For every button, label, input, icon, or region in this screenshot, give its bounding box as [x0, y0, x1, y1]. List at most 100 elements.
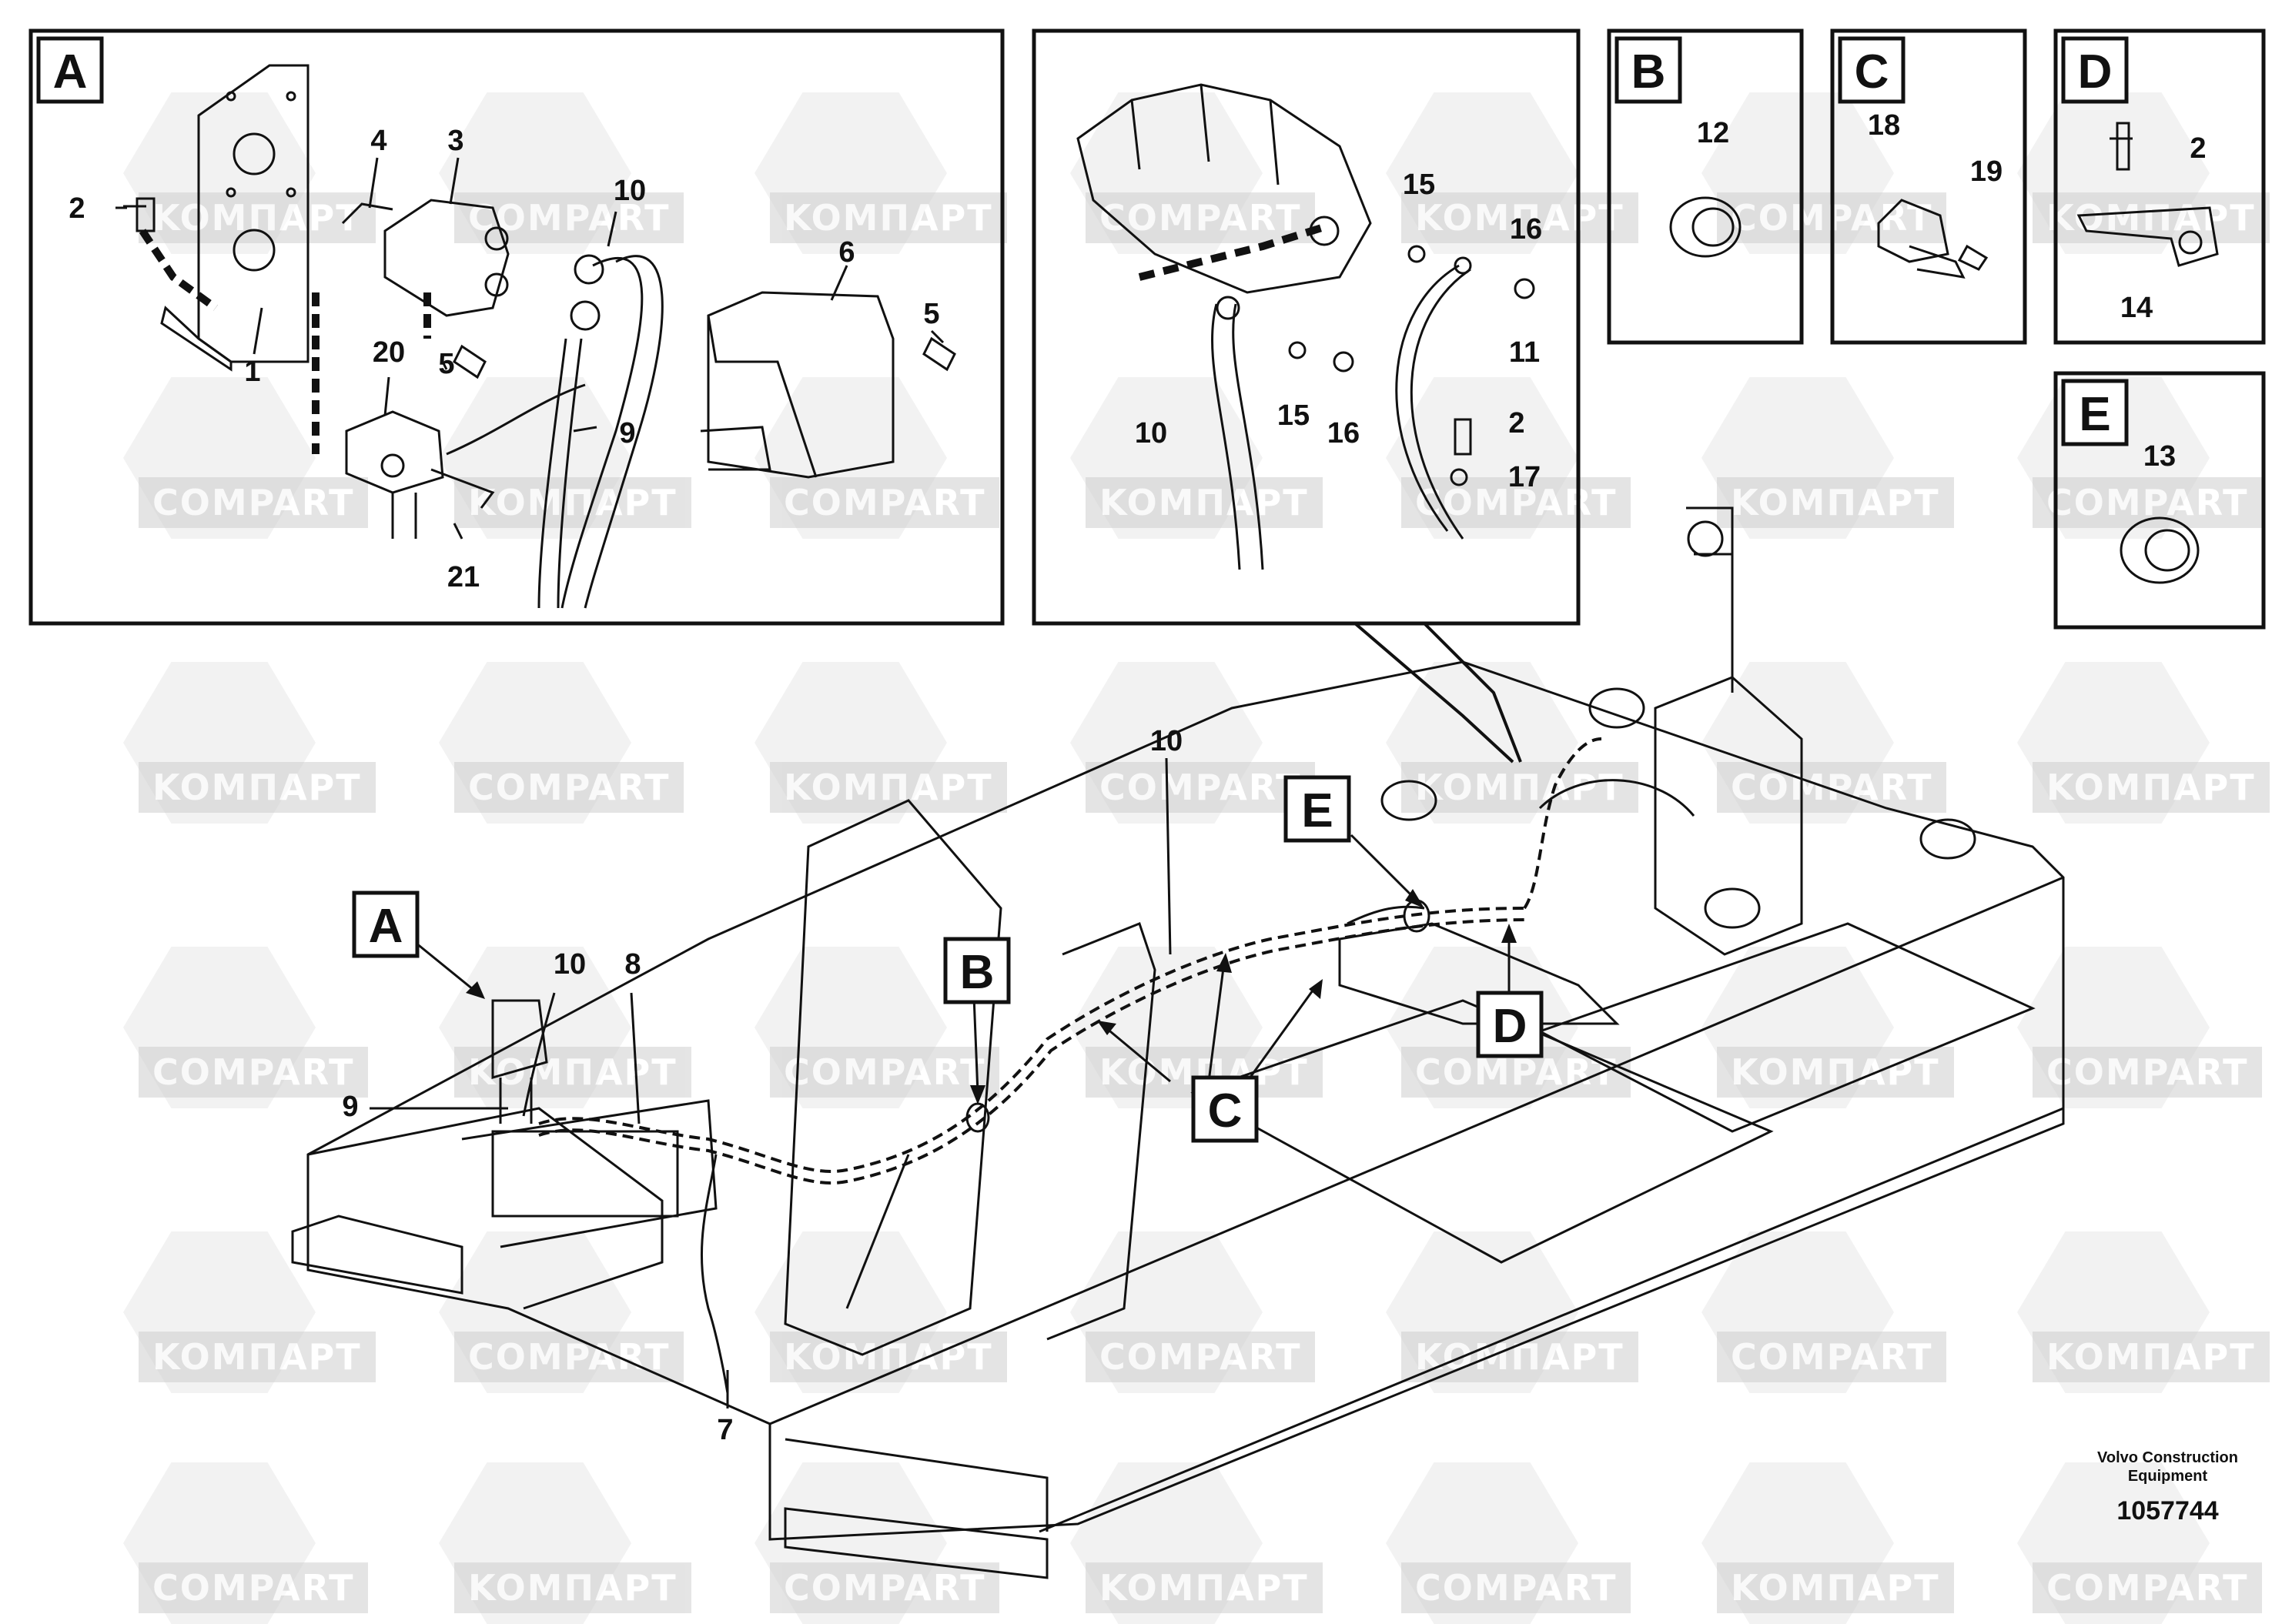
watermark-text: COMPART [454, 762, 684, 813]
part-label: 10 [614, 175, 646, 207]
watermark-text: KOMΠAPT [139, 192, 376, 243]
label-b-detail: B [1631, 45, 1666, 99]
part-label: 16 [1327, 417, 1360, 449]
watermark-text: KOMΠAPT [1401, 762, 1638, 813]
relay-body [383, 199, 510, 317]
part-label: 19 [1970, 155, 2003, 188]
part-label: 2 [69, 192, 85, 225]
part-label: 2 [1508, 407, 1524, 439]
watermark-text: COMPART [1717, 762, 1947, 813]
watermark-text: COMPART [2033, 1562, 2263, 1613]
part-label: 13 [2143, 440, 2176, 473]
watermark-text: KOMΠAPT [1086, 477, 1323, 528]
label-b-main: B [960, 946, 995, 999]
manufacturer-name: Volvo Construction [2097, 1449, 2238, 1466]
clip-18 [1877, 199, 1949, 263]
watermark-text: COMPART [139, 1047, 369, 1098]
watermark-text: COMPART [1086, 192, 1316, 243]
part-label: 14 [2120, 292, 2153, 324]
watermark-text: KOMΠAPT [770, 762, 1007, 813]
part-20 [345, 410, 444, 494]
watermark-text: COMPART [454, 1332, 684, 1382]
watermark-text: KOMΠAPT [1086, 1562, 1323, 1613]
detail-starter-frame [1032, 28, 1581, 626]
detail-c-frame [1830, 28, 2027, 345]
part-label: 4 [370, 125, 386, 157]
detail-b-frame [1607, 28, 1804, 345]
watermark-text: KOMΠAPT [770, 192, 1007, 243]
part-label: 21 [447, 561, 480, 593]
label-c-detail: C [1855, 45, 1889, 99]
grommet-12 [1669, 196, 1742, 258]
part-label: 20 [373, 336, 405, 369]
bolt-2 [123, 197, 156, 232]
watermark-text: KOMΠAPT [1717, 1562, 1954, 1613]
cable-11 [1395, 264, 1460, 532]
watermark-text: COMPART [770, 1562, 1000, 1613]
bracket-14 [2076, 206, 2219, 267]
label-a-detail: A [53, 45, 88, 99]
part-label: 17 [1508, 461, 1541, 493]
label-e-detail: E [2079, 388, 2110, 441]
cable-9 [537, 338, 567, 609]
cable-10 [560, 256, 644, 609]
part-label: 11 [1509, 336, 1540, 369]
part-label: 9 [619, 417, 635, 449]
part-label: 5 [923, 298, 939, 330]
manufacturer-name-line2: Equipment [2127, 1468, 2208, 1485]
watermark-text: COMPART [1086, 1332, 1316, 1382]
bracket-plate [197, 64, 310, 363]
watermark-text: COMPART [770, 1047, 1000, 1098]
part-label: 15 [1403, 169, 1435, 201]
label-d-detail: D [2078, 45, 2113, 99]
part-label: 5 [438, 348, 454, 380]
part-label: 18 [1868, 109, 1900, 142]
part-label: 6 [838, 236, 855, 269]
watermark-text: KOMΠAPT [1401, 1332, 1638, 1382]
detail-a-frame [28, 28, 1005, 626]
cover-6 [707, 291, 895, 479]
grommet-13 [2120, 516, 2200, 584]
watermark-text: KOMΠAPT [1401, 192, 1638, 243]
watermark-text: COMPART [2033, 1047, 2263, 1098]
part-label: 8 [624, 948, 641, 981]
part-label: 2 [2190, 132, 2206, 165]
watermark-text: KOMΠAPT [454, 1047, 691, 1098]
watermark-text: COMPART [1086, 762, 1316, 813]
label-c-main: C [1208, 1084, 1243, 1138]
watermark-text: COMPART [1401, 1562, 1631, 1613]
part-label: 10 [554, 948, 586, 981]
part-label: 12 [1697, 117, 1729, 149]
label-d-main: D [1493, 1000, 1527, 1053]
wiring-harness [538, 907, 1525, 1173]
part-label: 9 [342, 1091, 358, 1123]
part-label: 10 [1135, 417, 1167, 449]
label-e-main: E [1301, 784, 1333, 837]
watermark-text: COMPART [2033, 477, 2263, 528]
watermark-text: KOMΠAPT [139, 1332, 376, 1382]
label-a-main: A [369, 900, 403, 953]
watermark-text: KOMΠAPT [1717, 477, 1954, 528]
watermark-text: COMPART [770, 477, 1000, 528]
manufacturer-block: Volvo Construction Equipment 1057744 [2097, 1449, 2238, 1526]
drawing-number: 1057744 [2116, 1496, 2219, 1525]
part-label: 16 [1510, 213, 1542, 246]
part-label: 1 [244, 356, 260, 388]
part-label: 15 [1277, 399, 1310, 432]
part-label: 3 [447, 125, 463, 157]
part-label: 10 [1150, 725, 1183, 757]
watermark-text: COMPART [454, 192, 684, 243]
starter-motor [1076, 83, 1372, 294]
watermark-text: KOMΠAPT [139, 762, 376, 813]
watermark-text: KOMΠAPT [2033, 1332, 2270, 1382]
watermark-text: KOMΠAPT [454, 1562, 691, 1613]
watermark-text: COMPART [1717, 1332, 1947, 1382]
part-label: 7 [717, 1414, 733, 1446]
watermark-text: KOMΠAPT [2033, 762, 2270, 813]
chassis-outline [306, 660, 2065, 1541]
detail-d-frame [2053, 28, 2266, 345]
detail-e-frame [2053, 371, 2266, 630]
label-box-a-detail [36, 36, 104, 104]
